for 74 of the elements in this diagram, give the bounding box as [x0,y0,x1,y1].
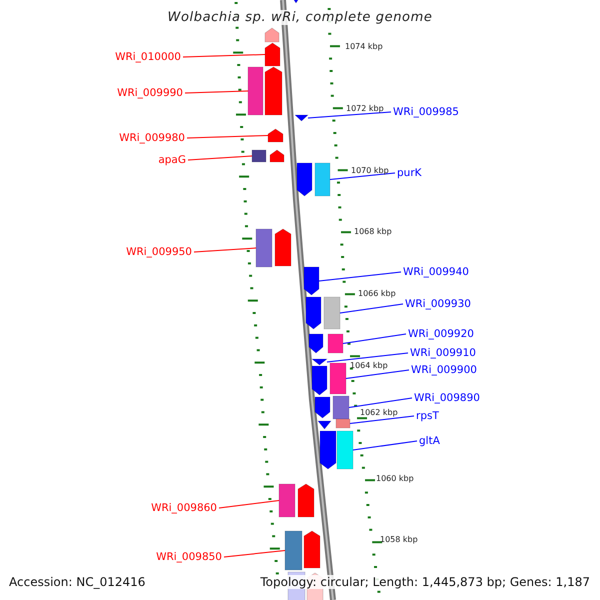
leader-line [194,248,256,252]
leader-line [326,352,408,362]
leader-line [340,304,404,314]
gene-label: WRi_009990 [117,88,183,98]
gene-label: apaG [158,154,186,166]
scale-label: 1072 kbp [346,105,384,113]
gene-block [336,430,354,470]
leader-line [224,550,286,558]
gene-feature [264,28,280,42]
gene-label: gltA [419,436,440,446]
gene-label: WRi_010000 [115,52,181,62]
accession-text: Accession: NC_012416 [7,575,148,589]
genome-stats-text: Topology: circular; Length: 1,445,873 bp; Genes: 1,187 [258,575,592,589]
leader-line [330,172,396,180]
gene-label: WRi_009985 [393,106,459,118]
gene-label: rpsT [416,410,439,422]
leader-line [318,272,402,282]
gene-label: WRi_009900 [411,364,477,376]
gene-label: WRi_009980 [119,132,185,144]
scale-label: 1068 kbp [354,228,392,236]
leader-line [342,334,406,344]
scale-label: 1064 kbp [350,362,388,370]
leader-line [350,416,414,424]
gene-block [278,484,296,518]
leader-line [348,398,412,408]
gene-triangle [311,358,328,366]
gene-label: WRi_009930 [405,298,471,310]
gene-label: WRi_009860 [151,502,217,514]
leader-line [346,370,410,379]
gene-block [256,228,272,268]
gene-feature [314,396,330,418]
gene-triangle [294,114,309,122]
gene-label: WRi_009920 [408,328,474,340]
scale-label: 1062 kbp [360,408,398,416]
gene-label: WRi_009890 [414,392,480,404]
gene-feature [292,0,300,4]
gene-label: purK [397,168,422,178]
gene-block [248,66,264,116]
gene-label: WRi_009950 [126,246,192,258]
gene-feature [304,266,320,296]
scale-label: 1060 kbp [376,475,414,483]
gene-feature [268,128,284,142]
gene-label: WRi_009910 [410,348,476,358]
gene-feature [296,162,312,196]
gene-block [330,362,346,394]
gene-feature [264,42,280,66]
gene-block [332,396,350,420]
leader-line [188,156,252,160]
gene-label: WRi_009850 [156,552,222,562]
gene-block [336,418,350,428]
gene-feature [306,296,322,330]
leader-line [218,500,280,508]
gene-block [284,530,302,570]
scale-label: 1070 kbp [351,167,389,175]
map-title: Wolbachia sp. wRi, complete genome [166,10,434,25]
gene-feature [304,530,320,568]
leader-line [186,135,268,138]
leader-line [352,440,418,450]
gene-block [314,162,330,196]
gene-feature [308,334,324,354]
scale-label: 1074 kbp [345,43,383,51]
scale-label: 1058 kbp [380,536,418,544]
leader-line [308,112,392,118]
leader-line [184,90,248,94]
gene-feature [270,150,284,162]
gene-triangle [317,420,332,430]
gene-block [324,296,340,330]
gene-feature [274,228,292,266]
gene-label: WRi_009940 [403,266,469,278]
scale-label: 1066 kbp [358,290,396,298]
gene-block [252,150,266,162]
leader-line [182,54,266,58]
gene-feature [298,484,314,518]
gene-block [328,334,344,354]
